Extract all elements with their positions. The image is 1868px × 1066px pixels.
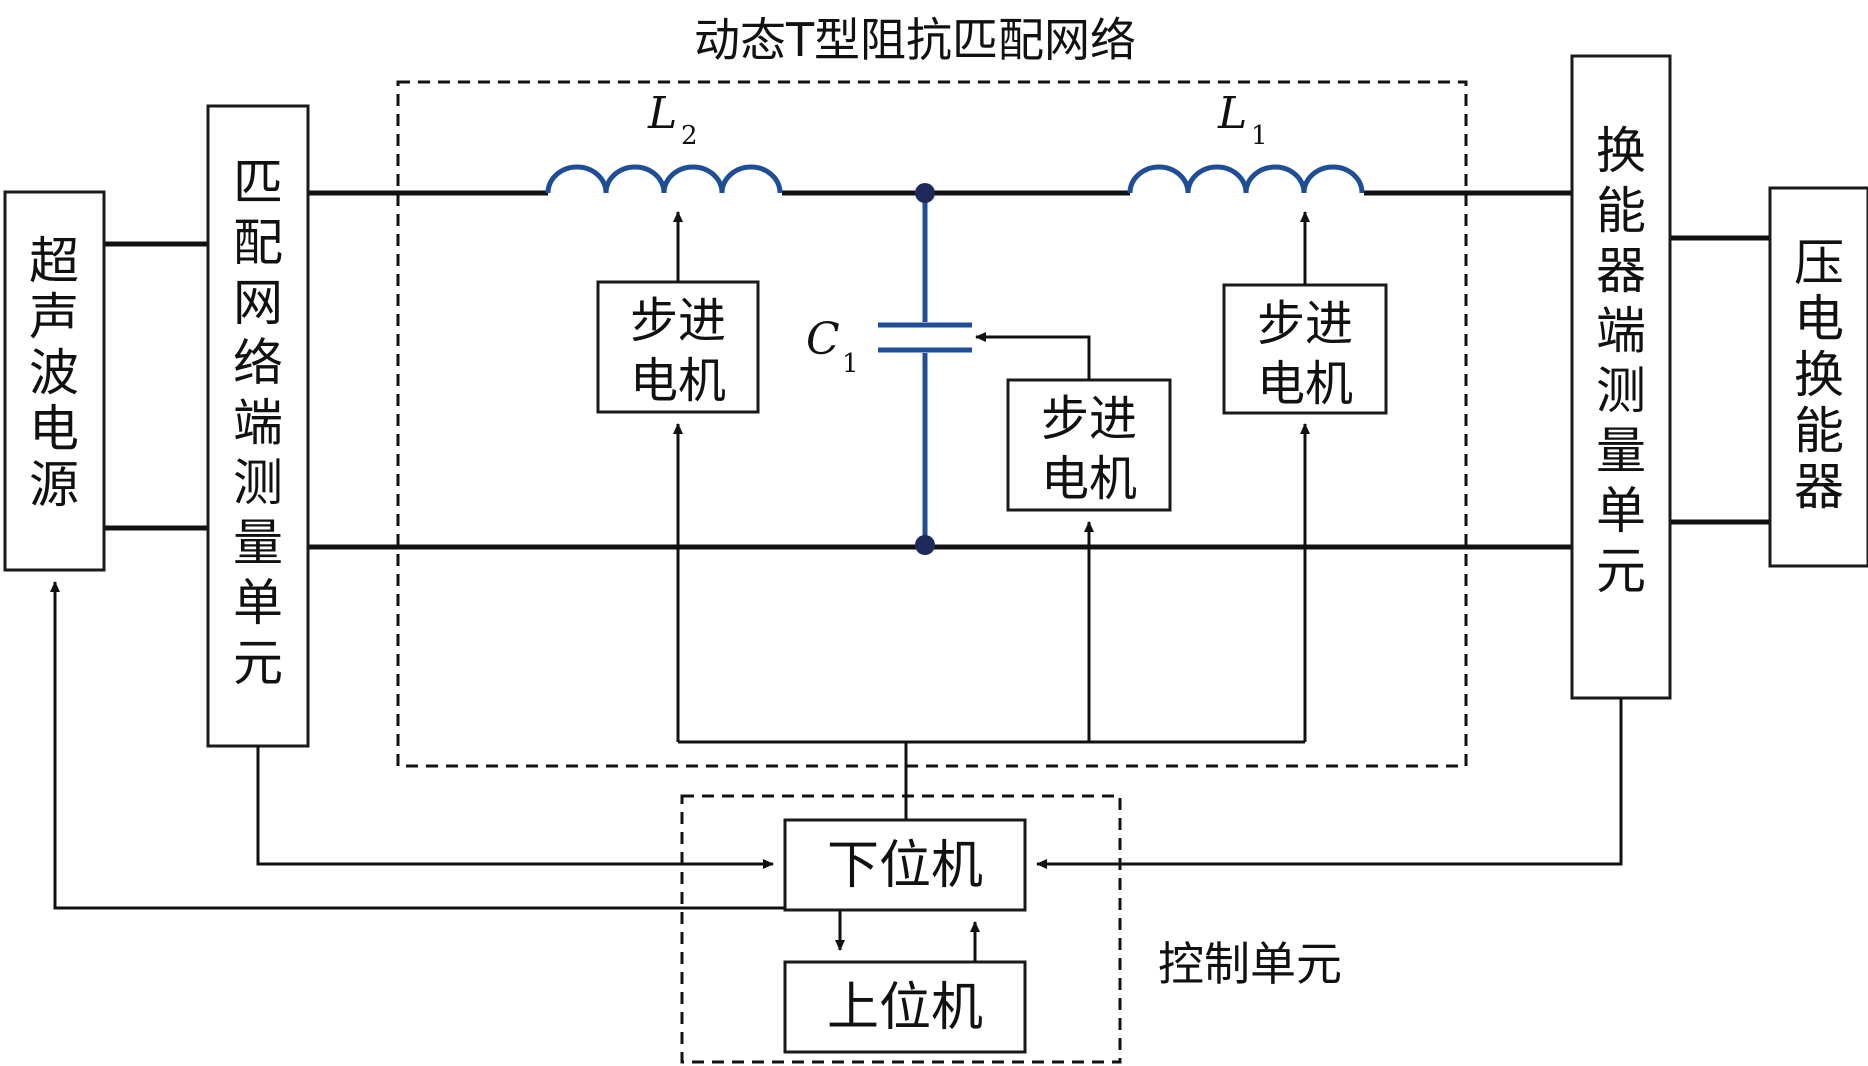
- inductor-l2: L 2: [545, 88, 783, 194]
- upper-computer-box: [783, 960, 1027, 1054]
- junction-top: [915, 183, 935, 203]
- power-lines: [104, 190, 1770, 550]
- lower-computer-label: 下位机: [827, 836, 983, 896]
- l2-letter: L: [647, 88, 677, 139]
- control-bus: [673, 423, 1310, 820]
- left-measure-box: [206, 104, 310, 748]
- left-measure-text: 匹配网络端测量单元: [233, 154, 283, 692]
- motor-c1-line2: 电机: [1041, 451, 1137, 507]
- junction-bottom: [915, 535, 935, 555]
- left-measure-label: 匹配网络端测量单元: [233, 154, 283, 692]
- feedback-arrows: [50, 581, 1623, 962]
- inductor-l1: L 1: [1127, 88, 1365, 194]
- stepper-motor-l2-box: [596, 280, 760, 414]
- motor-l1-line2: 电机: [1257, 356, 1353, 412]
- upper-computer-label: 上位机: [827, 978, 983, 1038]
- network-title: 动态T型阻抗匹配网络: [694, 13, 1136, 67]
- motor-drive-arrows: [673, 211, 1310, 380]
- left-source-text: 超声波电源: [29, 232, 79, 514]
- c1-letter: C: [806, 314, 840, 365]
- l1-letter: L: [1217, 88, 1247, 139]
- l2-subscript: 2: [681, 121, 698, 151]
- right-measure-text: 换能器端测量单元: [1596, 122, 1646, 600]
- l1-subscript: 1: [1251, 121, 1268, 151]
- motor-l2-line2: 电机: [630, 353, 726, 409]
- transducer-label: 压电换能器: [1794, 234, 1844, 516]
- c1-subscript: 1: [842, 349, 859, 379]
- ultrasonic-power-label: 超声波电源: [29, 232, 79, 514]
- control-unit-boundary: [680, 794, 1122, 1064]
- right-measure-label: 换能器端测量单元: [1596, 122, 1646, 600]
- network-boundary: [396, 80, 1468, 768]
- transducer-box: [1768, 186, 1868, 568]
- right-transducer-text: 压电换能器: [1794, 234, 1844, 516]
- stepper-motor-l1-box: [1222, 283, 1388, 415]
- motor-c1-line1: 步进: [1041, 391, 1137, 447]
- ultrasonic-power-box: [3, 190, 106, 572]
- motor-l2-line1: 步进: [630, 293, 726, 349]
- capacitor-c1: C 1: [806, 183, 972, 555]
- right-measure-box: [1570, 54, 1672, 700]
- control-unit-label: 控制单元: [1158, 937, 1342, 991]
- lower-computer-box: [783, 818, 1027, 912]
- motor-l1-line1: 步进: [1257, 296, 1353, 352]
